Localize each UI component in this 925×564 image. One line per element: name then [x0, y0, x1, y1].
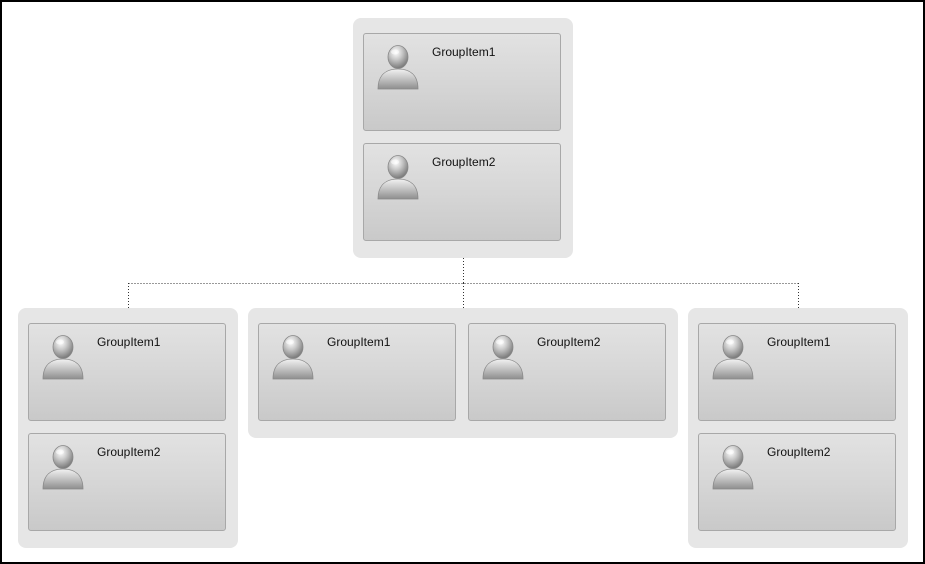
user-icon: [376, 44, 420, 90]
user-icon: [271, 334, 315, 380]
child-group-middle: GroupItem1 GroupItem2: [248, 308, 678, 438]
group-item-label: GroupItem2: [97, 445, 161, 459]
group-item-card[interactable]: GroupItem2: [698, 433, 896, 531]
user-icon: [481, 334, 525, 380]
user-icon: [376, 154, 420, 200]
group-item-card[interactable]: GroupItem1: [363, 33, 561, 131]
group-item-label: GroupItem2: [537, 335, 601, 349]
group-item-label: GroupItem1: [327, 335, 391, 349]
group-item-label: GroupItem2: [767, 445, 831, 459]
child-group-right: GroupItem1 GroupItem2: [688, 308, 908, 548]
user-icon: [41, 334, 85, 380]
group-item-card[interactable]: GroupItem2: [468, 323, 666, 421]
group-item-label: GroupItem1: [767, 335, 831, 349]
group-item-card[interactable]: GroupItem2: [28, 433, 226, 531]
child-group-left: GroupItem1 GroupItem2: [18, 308, 238, 548]
group-item-card[interactable]: GroupItem1: [258, 323, 456, 421]
group-item-label: GroupItem1: [432, 45, 496, 59]
group-item-card[interactable]: GroupItem2: [363, 143, 561, 241]
group-item-label: GroupItem1: [97, 335, 161, 349]
user-icon: [41, 444, 85, 490]
group-item-card[interactable]: GroupItem1: [28, 323, 226, 421]
group-item-card[interactable]: GroupItem1: [698, 323, 896, 421]
user-icon: [711, 334, 755, 380]
root-group: GroupItem1 GroupItem2: [353, 18, 573, 258]
user-icon: [711, 444, 755, 490]
group-item-label: GroupItem2: [432, 155, 496, 169]
